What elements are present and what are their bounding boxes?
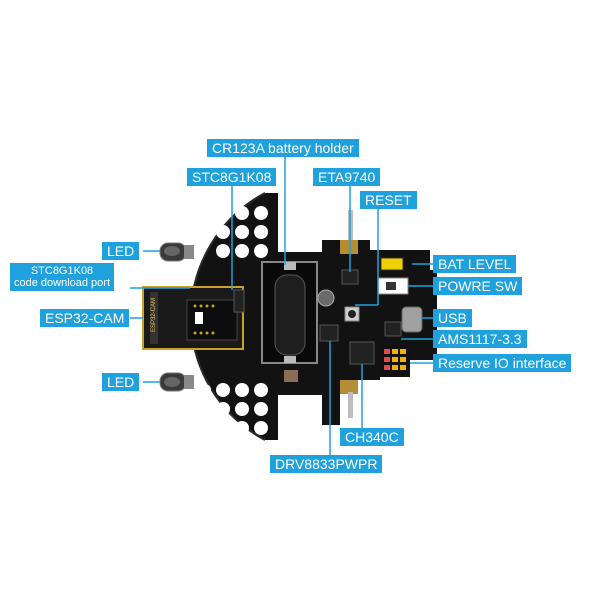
callout-eta9740: ETA9740 — [313, 168, 381, 186]
mounting-holes-top — [199, 206, 268, 258]
callout-ams1117: AMS1117-3.3 — [433, 330, 527, 348]
callout-led-top: LED — [102, 242, 140, 260]
callout-cr123a-battery-holder: CR123A battery holder — [207, 139, 359, 157]
callout-ch340c: CH340C — [340, 428, 404, 446]
callout-usb: USB — [433, 309, 472, 327]
callout-esp32-cam: ESP32-CAM — [40, 309, 130, 327]
esp32-cam-silkscreen: ESP32-CAM — [151, 298, 157, 332]
callout-led-bottom: LED — [102, 373, 140, 391]
motor-top — [340, 210, 358, 254]
ch340c-chip — [349, 341, 375, 365]
code-port-line1: STC8G1K08 — [30, 265, 94, 277]
capacitor — [317, 289, 335, 307]
mounting-holes-bottom — [199, 383, 268, 435]
callout-bat-level: BAT LEVEL — [433, 255, 517, 273]
usb-c-port — [401, 306, 423, 333]
battery-tab-bottom — [284, 370, 298, 382]
callout-reset: RESET — [360, 191, 417, 209]
bat-level-leds — [380, 257, 404, 271]
power-switch-knob — [386, 282, 396, 290]
callout-stc8g1k08: STC8G1K08 — [187, 168, 277, 186]
motor-bottom — [340, 380, 358, 418]
stc8g1k08-chip — [233, 289, 245, 313]
ams1117-chip — [384, 321, 402, 337]
callout-drv8833pwpr: DRV8833PWPR — [270, 455, 383, 473]
drv8833-chip — [319, 324, 339, 342]
led-top-component — [159, 242, 194, 262]
led-bottom-component — [159, 372, 194, 392]
eta9740-chip — [341, 269, 359, 285]
callout-code-download-port: STC8G1K08 code download port — [10, 263, 115, 291]
battery-holder — [261, 261, 318, 364]
callout-reserve-io: Reserve IO interface — [433, 354, 572, 372]
callout-powre-sw: POWRE SW — [433, 277, 523, 295]
leader-lines — [130, 157, 433, 455]
esp32-cam-module: ESP32-CAM — [142, 286, 244, 350]
reset-button-cap — [348, 310, 356, 318]
code-port-line2: code download port — [14, 277, 111, 289]
reserve-io-header — [380, 345, 410, 377]
